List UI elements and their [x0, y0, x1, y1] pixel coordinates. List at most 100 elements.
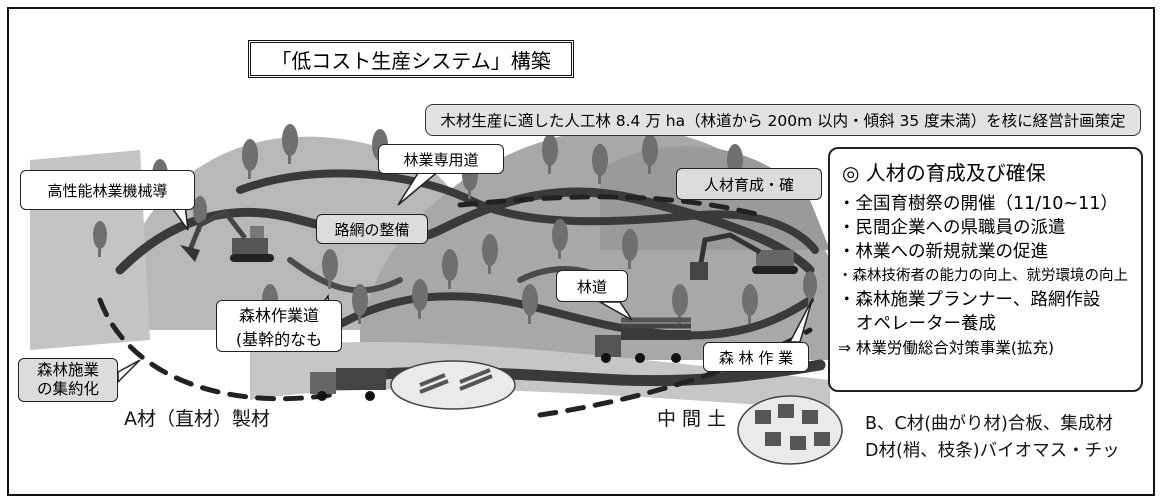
truck-left — [310, 368, 386, 401]
callout-forestry-road: 林業専用道 — [378, 144, 504, 174]
wheel — [601, 353, 611, 363]
log — [459, 374, 493, 391]
chip-piles — [755, 404, 830, 450]
label-d-material: D材(梢、枝条)バイオマス・チッ — [865, 441, 1120, 461]
harvester-arm — [697, 232, 762, 269]
tree-trunk — [528, 314, 531, 324]
tree — [93, 221, 107, 249]
hr-item: ・林業への新規就業の促進 — [838, 242, 1048, 262]
forest-road-lower — [326, 292, 814, 340]
hr-item: ・民間企業への県職員の派遣 — [838, 218, 1066, 238]
hr-item: ・森林技術者の能力の向上、就労環境の向上 — [838, 268, 1128, 284]
wheel — [317, 391, 327, 401]
callout-hr: 人材育成・確 — [676, 168, 822, 200]
truck-bed — [621, 330, 691, 340]
tree-trunk — [808, 297, 811, 307]
hr-item: ⇒ 林業労働総合対策事業(拡充) — [838, 339, 1055, 357]
tree — [412, 279, 428, 311]
tree — [442, 249, 458, 281]
callout-rindo: 林道 — [556, 270, 628, 302]
tree-trunk — [418, 309, 421, 319]
pointer-consolidation — [117, 359, 141, 384]
harvester-body — [756, 250, 794, 268]
excavator-arm — [187, 208, 247, 251]
dashed-top — [457, 194, 763, 218]
tree — [482, 234, 498, 266]
callout-forest-work: 森 林 作 業 — [703, 342, 809, 372]
chip-pile — [814, 432, 830, 446]
harvester-track — [752, 266, 798, 274]
tree-trunk — [328, 279, 331, 289]
tree-trunk — [628, 259, 631, 269]
excavator-body — [232, 238, 268, 254]
tree — [352, 284, 368, 316]
tree — [672, 284, 688, 316]
tree — [552, 219, 568, 251]
forest-road-upper — [236, 169, 819, 254]
callout-consolidation: 森林施業 の集約化 — [18, 358, 118, 402]
tree-trunk — [98, 247, 101, 257]
tree — [193, 196, 207, 224]
tree — [622, 229, 638, 261]
callout-network: 路網の整備 — [316, 214, 428, 244]
hr-measures-box: ◎ 人材の育成及び確保 ・全国育樹祭の開催（11/10~11） ・民間企業への県… — [828, 147, 1143, 392]
label-bc-material: B、C材(曲がり材)合板、集成材 — [865, 414, 1113, 434]
label-a-material: A材（直材）製材 — [124, 408, 270, 430]
tree-trunk — [598, 174, 601, 184]
truck-left-bed — [336, 368, 386, 390]
tree — [542, 134, 558, 166]
tree — [592, 144, 608, 176]
chip-pile — [765, 432, 781, 446]
plan-banner: 木材生産に適した人工林 8.4 万 ha（林道から 200m 以内・傾斜 35 … — [425, 104, 1141, 136]
tree — [803, 271, 817, 299]
hr-item: オペレーター養成 — [856, 314, 996, 334]
chip-pile — [755, 410, 771, 424]
wheel — [365, 391, 375, 401]
log-piles — [419, 368, 493, 394]
tree — [642, 134, 658, 166]
tree-trunk — [748, 314, 751, 324]
tree-trunk — [548, 164, 551, 174]
tree-trunk — [558, 249, 561, 259]
callout-machinery: 高性能林業機械導 — [20, 170, 195, 210]
callout-work-road: 森林作業道 (基幹的なも — [216, 300, 342, 352]
truck-cab — [595, 335, 621, 357]
tree-trunk — [448, 279, 451, 289]
tree-trunk — [648, 164, 651, 174]
hr-item: ・森林施業プランナー、路網作設 — [838, 290, 1101, 310]
excavator-left — [180, 208, 274, 262]
harvester-head — [690, 262, 708, 280]
log-truck — [595, 317, 691, 363]
hr-item: ・全国育樹祭の開催（11/10~11） — [838, 194, 1118, 214]
wheel — [671, 353, 681, 363]
tree-trunk — [288, 154, 291, 164]
log — [419, 373, 446, 387]
excavator-track — [230, 254, 274, 262]
tree-trunk — [248, 169, 251, 179]
consolidation-line-2: の集約化 — [36, 380, 99, 398]
work-road-1 — [287, 257, 403, 294]
tree — [242, 139, 258, 171]
truck-left-cab — [310, 372, 336, 394]
work-road-label: 森林作業道 — [238, 306, 319, 325]
log-yard — [390, 360, 516, 410]
log — [419, 379, 449, 394]
tree — [282, 124, 298, 156]
tree-trunk — [358, 314, 361, 324]
chip-pile — [790, 436, 806, 450]
work-road-sub: (基幹的なも — [235, 330, 323, 349]
chip-pile — [802, 410, 818, 424]
harvester-right — [690, 232, 798, 280]
consolidation-line-1: 森林施業 — [36, 361, 99, 379]
tree-trunk — [468, 189, 471, 199]
label-intermediate: 中 間 土 — [657, 408, 727, 430]
outer-frame — [7, 7, 1155, 496]
tree — [322, 249, 338, 281]
dashed-cycle — [97, 297, 333, 402]
chip-pile — [778, 404, 794, 418]
excavator-cab — [250, 226, 264, 238]
tree — [522, 284, 538, 316]
tree-trunk — [488, 264, 491, 274]
tree — [742, 284, 758, 316]
